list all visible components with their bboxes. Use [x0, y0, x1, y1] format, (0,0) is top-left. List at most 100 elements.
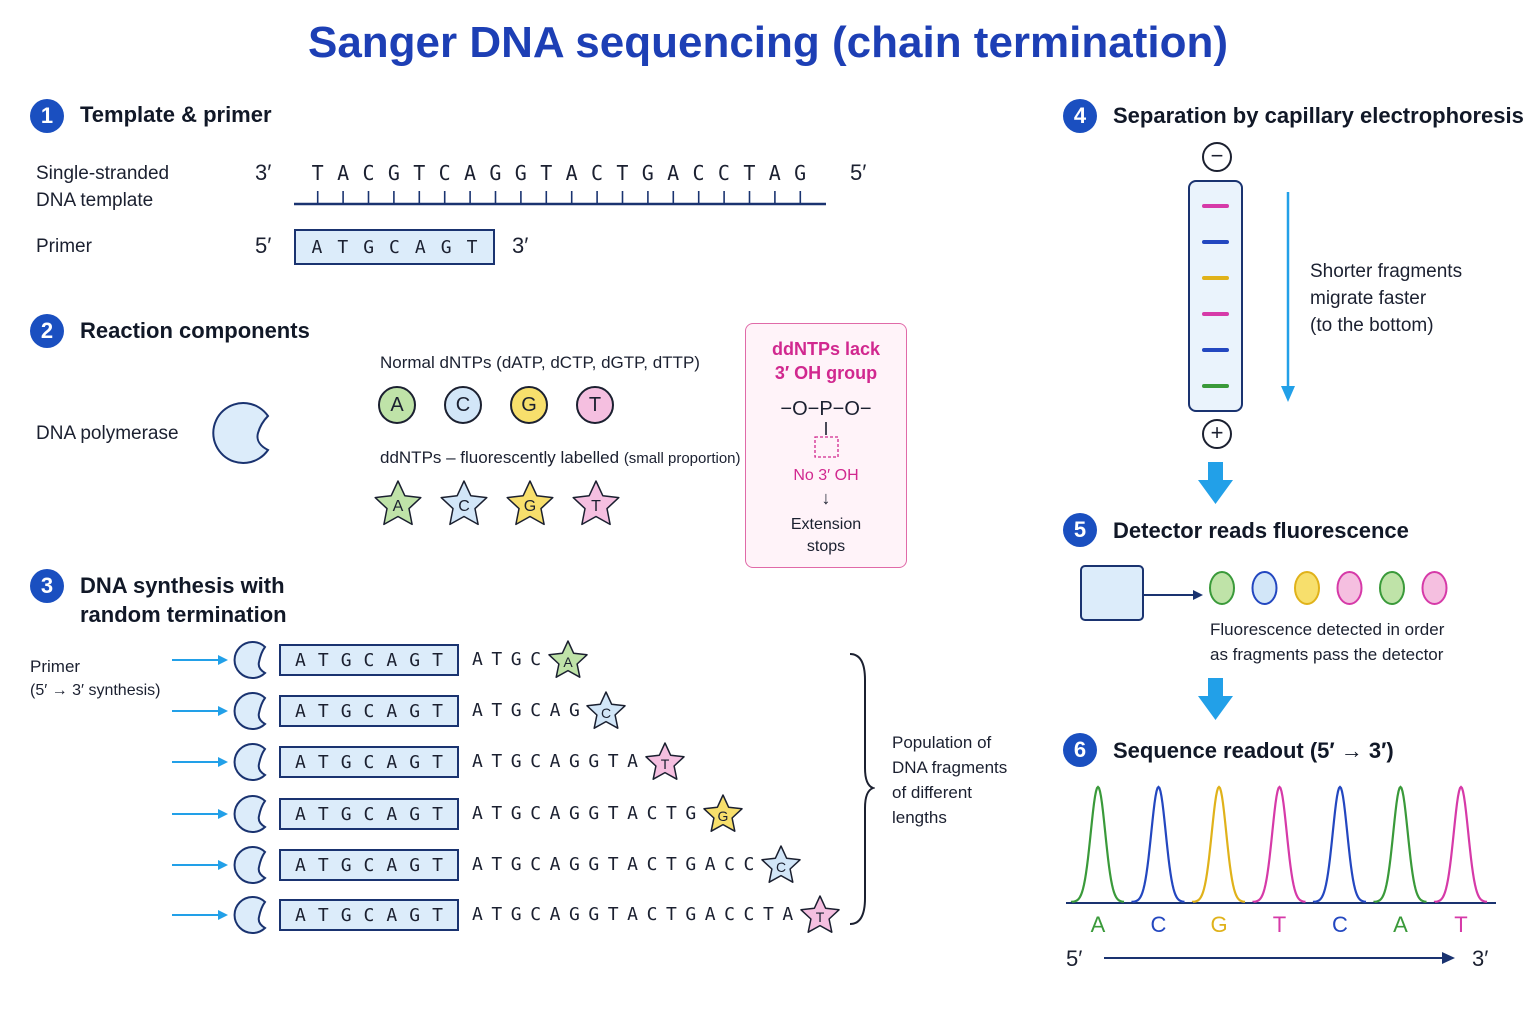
migration-note-1: Shorter fragments — [1310, 261, 1463, 282]
fragment-terminator: A — [547, 640, 588, 678]
migration-arrow — [1281, 192, 1295, 402]
fragment-primer-base: A — [386, 751, 398, 773]
chromatogram-peak-a — [1373, 785, 1427, 903]
fragment-primer-base: G — [340, 854, 352, 876]
step-number-6: 6 — [1063, 733, 1097, 767]
step-number-5: 5 — [1063, 513, 1097, 547]
section-4-heading: Separation by capillary electrophoresis — [1113, 103, 1524, 128]
population-label-4: lengths — [892, 808, 947, 827]
fragment-primer-base: C — [363, 854, 375, 876]
template-base: A — [565, 161, 578, 185]
primer-base: G — [363, 236, 375, 258]
template-base: G — [387, 161, 400, 185]
fragment-primer-base: A — [295, 751, 306, 773]
no-3oh-label: No 3′ OH — [793, 467, 859, 484]
fragment-primer-base: A — [295, 854, 306, 876]
dntp-t: T — [576, 386, 614, 424]
polymerase-icon — [233, 641, 267, 679]
fragment-primer-base: A — [386, 649, 398, 671]
primer-base: A — [414, 236, 426, 258]
capillary-band — [1202, 204, 1229, 208]
info-box-title-1: ddNTPs lack — [771, 339, 881, 359]
section-6-heading: Sequence readout (5′ → 3′) — [1113, 738, 1394, 763]
fluorescence-dot-a — [1379, 571, 1405, 605]
template-base: A — [768, 161, 781, 185]
readout-3prime: 3′ — [1472, 946, 1489, 971]
terminator-t-star: T — [800, 895, 840, 933]
template-base: T — [743, 161, 756, 185]
capillary-band — [1202, 348, 1229, 352]
section-5-heading: Detector reads fluorescence — [1113, 518, 1409, 543]
synthesis-arrow — [172, 706, 228, 716]
extension-stops-2: stops — [806, 538, 846, 555]
polymerase-icon — [233, 846, 267, 884]
capillary-band — [1202, 240, 1229, 244]
template-base: C — [438, 161, 451, 185]
fragment-primer-base: C — [363, 700, 375, 722]
polymerase-icon — [233, 896, 267, 934]
primer-base: G — [440, 236, 452, 258]
section-3-heading-1: DNA synthesis with — [80, 573, 285, 598]
fragment-primer-base: C — [363, 649, 375, 671]
template-base: T — [540, 161, 553, 185]
primer-base: T — [337, 236, 349, 258]
primer-3prime: 3′ — [512, 233, 529, 258]
detector-arrow — [1143, 590, 1203, 600]
chromatogram-peak-a — [1070, 785, 1125, 903]
capillary-band — [1202, 276, 1229, 280]
primer-label: Primer — [36, 236, 92, 257]
capillary-band — [1202, 384, 1229, 388]
migration-note-3: (to the bottom) — [1310, 315, 1434, 336]
capillary-tube — [1188, 180, 1243, 412]
synthesis-arrow — [172, 860, 228, 870]
readout-base: A — [1393, 912, 1408, 937]
flow-arrow-down-1 — [1198, 462, 1233, 504]
fluorescence-dot-t — [1421, 571, 1448, 605]
polymerase-icon — [233, 743, 267, 781]
fragment-extension: ATGCAGGTACTGACCTA — [472, 904, 802, 925]
template-base: C — [717, 161, 730, 185]
detector-note-2: as fragments pass the detector — [1210, 645, 1444, 664]
fragment-primer-base: G — [409, 700, 421, 722]
readout-direction-arrow — [1104, 952, 1455, 964]
step-number-3: 3 — [30, 569, 64, 603]
chromatogram-peak-t — [1252, 785, 1306, 903]
fragment-primer-base: T — [432, 649, 443, 671]
chromatogram-peak-t — [1433, 785, 1488, 903]
section-3-heading-2: random termination — [80, 602, 287, 627]
population-brace — [849, 653, 875, 925]
template-5prime: 5′ — [850, 160, 867, 185]
template-base: C — [362, 161, 375, 185]
template-label-line-1: Single-stranded — [36, 163, 170, 184]
template-base: G — [794, 161, 807, 185]
ddntp-label-main: ddNTPs – fluorescently labelled — [380, 448, 620, 467]
fragment-extension: ATGCAGGTACTGACC — [472, 854, 763, 875]
fluorescence-dots — [1209, 571, 1448, 605]
polymerase-icon — [233, 795, 267, 833]
fluorescence-dot-c — [1251, 571, 1278, 605]
ddntp-t-star: T — [572, 480, 620, 526]
fragment-primer-base: G — [340, 700, 352, 722]
polymerase-icon — [233, 692, 267, 730]
template-base: T — [413, 161, 426, 185]
synthesis-direction-label: (5′ → 3′ synthesis) — [30, 682, 161, 699]
fragment-primer-base: G — [340, 904, 352, 926]
readout-base: C — [1151, 912, 1167, 937]
population-label-2: DNA fragments — [892, 758, 1008, 777]
fragment-primer-base: G — [409, 751, 421, 773]
ddntp-c-star-label: C — [458, 498, 470, 515]
ddntp-a-star: A — [374, 480, 422, 526]
fragment-primer-base: T — [317, 904, 329, 926]
negative-electrode-icon: − — [1202, 142, 1232, 172]
dntp-g: G — [510, 386, 548, 424]
readout-base: T — [1273, 912, 1286, 937]
template-base: G — [489, 161, 502, 185]
fragment-primer-base: G — [340, 803, 352, 825]
